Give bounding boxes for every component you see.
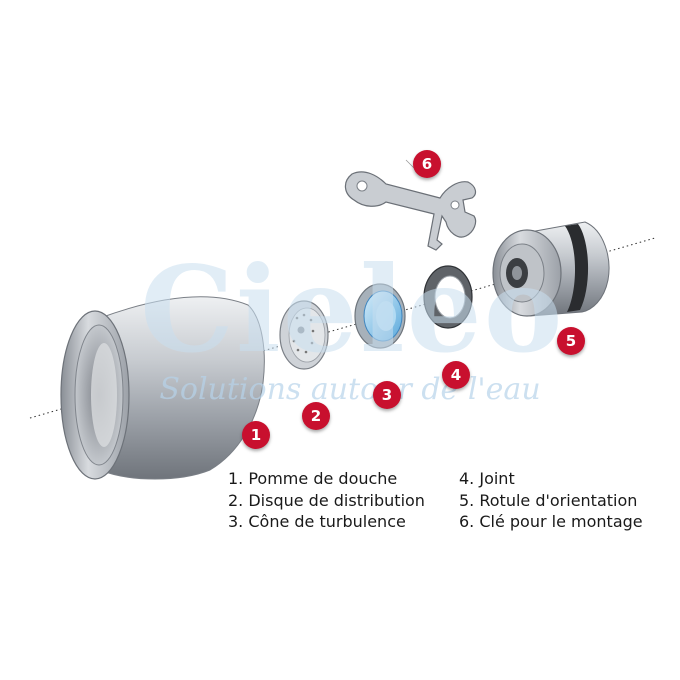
turbulence-cone-part xyxy=(354,283,406,349)
callout-badge-2: 2 xyxy=(302,402,330,430)
shower-head-part xyxy=(60,296,265,480)
legend-left-column: 1. Pomme de douche 2. Disque de distribu… xyxy=(228,468,425,533)
legend-item: 5. Rotule d'orientation xyxy=(459,490,638,510)
legend-item: 1. Pomme de douche xyxy=(228,469,398,488)
callout-badge-6: 6 xyxy=(413,150,441,178)
ball-joint-part xyxy=(492,221,610,317)
callout-badge-1: 1 xyxy=(242,421,270,449)
callout-badge-5: 5 xyxy=(557,327,585,355)
legend-item: 4. Joint xyxy=(459,469,515,488)
legend-item: 2. Disque de distribution xyxy=(228,490,425,510)
callout-badge-3: 3 xyxy=(373,381,401,409)
seal-joint-part xyxy=(423,265,473,329)
legend-item: 3. Cône de turbulence xyxy=(228,512,406,531)
distribution-disc-part xyxy=(279,300,329,370)
legend-right-column: 4. Joint 5. Rotule d'orientation 6. Clé … xyxy=(459,468,643,533)
legend-item: 6. Clé pour le montage xyxy=(459,512,643,531)
callout-badge-4: 4 xyxy=(442,361,470,389)
mounting-key-part xyxy=(344,171,477,251)
